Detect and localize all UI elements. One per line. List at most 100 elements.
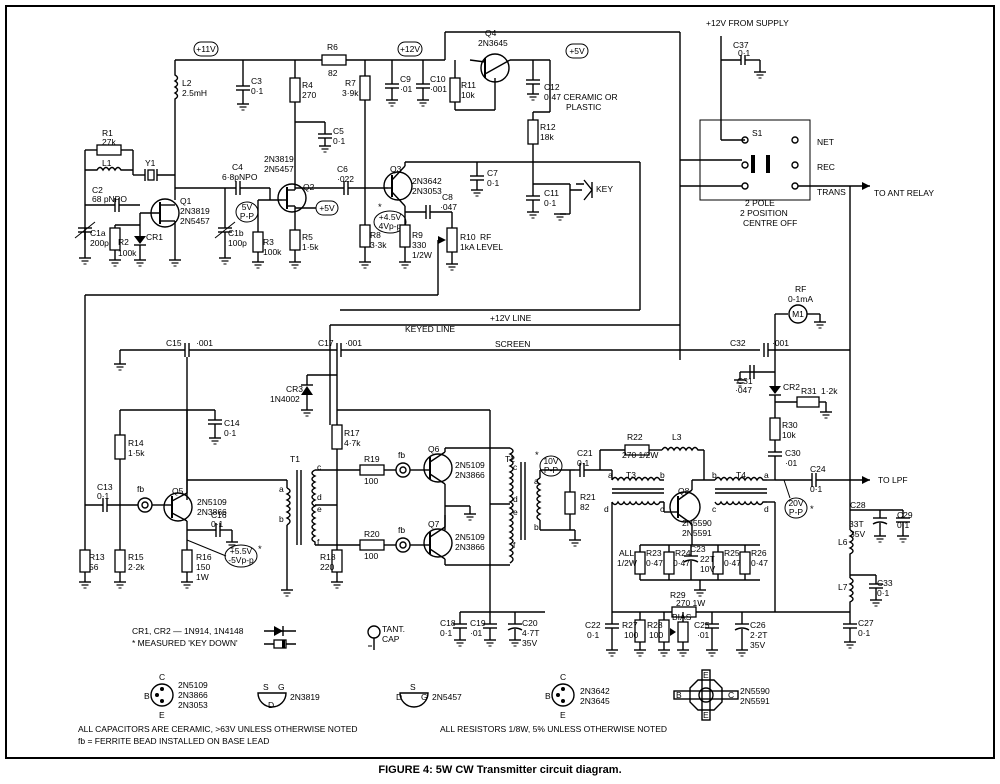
svg-text:R15: R15 — [128, 552, 144, 562]
svg-text:0-1mA: 0-1mA — [788, 294, 813, 304]
pinout-2n5109: B C E — [144, 672, 174, 720]
pinout-2n5590: B E E C — [673, 669, 739, 721]
transformer-t3 — [611, 476, 664, 506]
svg-text:C: C — [728, 690, 734, 700]
svg-text:C: C — [159, 672, 165, 682]
svg-text:C10: C10 — [430, 74, 446, 84]
svg-text:*: * — [258, 544, 262, 555]
svg-text:B: B — [545, 691, 551, 701]
svg-text:4·7T: 4·7T — [522, 628, 539, 638]
capacitor-c23 — [683, 545, 699, 580]
svg-text:c: c — [660, 504, 665, 514]
svg-text:10k: 10k — [782, 430, 796, 440]
transistor-q8 — [669, 491, 701, 523]
svg-text:330: 330 — [412, 240, 426, 250]
svg-text:22T: 22T — [700, 554, 715, 564]
svg-text:C5: C5 — [333, 126, 344, 136]
screen-label: SCREEN — [495, 339, 530, 349]
transistor-q2 — [277, 183, 307, 213]
svg-text:35V: 35V — [850, 529, 865, 539]
svg-text:100: 100 — [649, 630, 663, 640]
measure-tag-5v5: +5.5V -5Vp-p * — [186, 539, 262, 568]
svg-text:L3: L3 — [672, 432, 682, 442]
inductor-l6 — [848, 529, 854, 568]
svg-text:CENTRE OFF: CENTRE OFF — [743, 218, 797, 228]
svg-text:0·47: 0·47 — [751, 558, 768, 568]
svg-text:C30: C30 — [785, 448, 801, 458]
svg-text:C: C — [560, 672, 566, 682]
resistor-r8 — [359, 224, 371, 248]
ferrite-bead-q6 — [395, 462, 411, 478]
svg-text:·001: ·001 — [345, 338, 362, 348]
svg-text:3·9k: 3·9k — [342, 88, 359, 98]
svg-text:B: B — [144, 691, 150, 701]
svg-text:C6: C6 — [337, 164, 348, 174]
resistor-r9 — [399, 224, 411, 248]
svg-text:0·47 CERAMIC OR: 0·47 CERAMIC OR — [544, 92, 618, 102]
resistor-r21 — [564, 491, 576, 515]
rail-12v-tag: +12V — [397, 41, 423, 57]
switch-s1[interactable] — [741, 136, 799, 190]
svg-text:2N5457: 2N5457 — [432, 692, 462, 702]
svg-text:R7: R7 — [345, 78, 356, 88]
svg-text:1/2W: 1/2W — [412, 250, 432, 260]
svg-text:CR3: CR3 — [286, 384, 303, 394]
svg-text:CR2: CR2 — [783, 382, 800, 392]
svg-text:·01: ·01 — [697, 630, 710, 640]
svg-text:R6: R6 — [327, 42, 338, 52]
key-jack — [553, 179, 593, 221]
svg-text:·001: ·001 — [772, 338, 789, 348]
svg-text:C19: C19 — [470, 618, 486, 628]
svg-text:C26: C26 — [750, 620, 766, 630]
svg-text:e: e — [513, 507, 518, 517]
svg-text:C11: C11 — [544, 188, 559, 198]
svg-text:R11: R11 — [461, 80, 476, 90]
svg-text:C25: C25 — [694, 620, 710, 630]
svg-text:R26: R26 — [751, 548, 767, 558]
svg-text:C12: C12 — [544, 82, 560, 92]
svg-text:M1: M1 — [792, 309, 804, 319]
rail-11v-tag: +11V — [193, 41, 219, 57]
svg-text:10V: 10V — [700, 564, 715, 574]
svg-text:d: d — [604, 504, 609, 514]
svg-text:C23: C23 — [690, 544, 706, 554]
transformer-t2 — [508, 447, 542, 564]
svg-text:+12V: +12V — [400, 44, 420, 54]
potentiometer-bias[interactable] — [677, 621, 689, 643]
svg-text:C13: C13 — [97, 482, 113, 492]
svg-text:C9: C9 — [400, 74, 411, 84]
figure-caption: FIGURE 4: 5W CW Transmitter circuit diag… — [378, 764, 621, 776]
svg-text:R20: R20 — [364, 529, 380, 539]
svg-text:C16: C16 — [211, 510, 227, 520]
svg-text:fb: fb — [398, 450, 405, 460]
ferrite-bead-q5 — [137, 497, 153, 513]
svg-text:R5: R5 — [302, 232, 313, 242]
svg-text:200p: 200p — [90, 238, 109, 248]
svg-text:2N3642: 2N3642 — [580, 686, 610, 696]
svg-text:P-P: P-P — [544, 465, 559, 475]
svg-text:·047: ·047 — [440, 202, 457, 212]
line-12v-label: +12V LINE — [490, 313, 532, 323]
svg-text:C31: C31 — [737, 376, 753, 386]
svg-text:20V: 20V — [788, 498, 803, 508]
svg-text:2N3053: 2N3053 — [178, 700, 208, 710]
svg-text:1·5k: 1·5k — [128, 448, 145, 458]
measure-tag-4v5: +4.5V 4Vp-p * — [373, 202, 407, 234]
transistor-q5 — [163, 492, 193, 522]
svg-text:Q1: Q1 — [180, 196, 192, 206]
svg-text:2·2k: 2·2k — [128, 562, 145, 572]
svg-text:33T: 33T — [849, 519, 864, 529]
svg-text:100: 100 — [624, 630, 638, 640]
svg-text:c: c — [513, 462, 518, 472]
svg-text:S: S — [263, 682, 269, 692]
svg-text:2N3819: 2N3819 — [264, 154, 294, 164]
svg-text:R22: R22 — [627, 432, 643, 442]
svg-text:R17: R17 — [344, 428, 360, 438]
svg-text:R1: R1 — [102, 128, 113, 138]
svg-text:2N5590: 2N5590 — [740, 686, 770, 696]
svg-text:3·3k: 3·3k — [370, 240, 387, 250]
inductor-l1 — [85, 166, 133, 172]
svg-text:C15: C15 — [166, 338, 182, 348]
svg-text:BIAS: BIAS — [672, 612, 692, 622]
svg-text:T3: T3 — [626, 470, 636, 480]
